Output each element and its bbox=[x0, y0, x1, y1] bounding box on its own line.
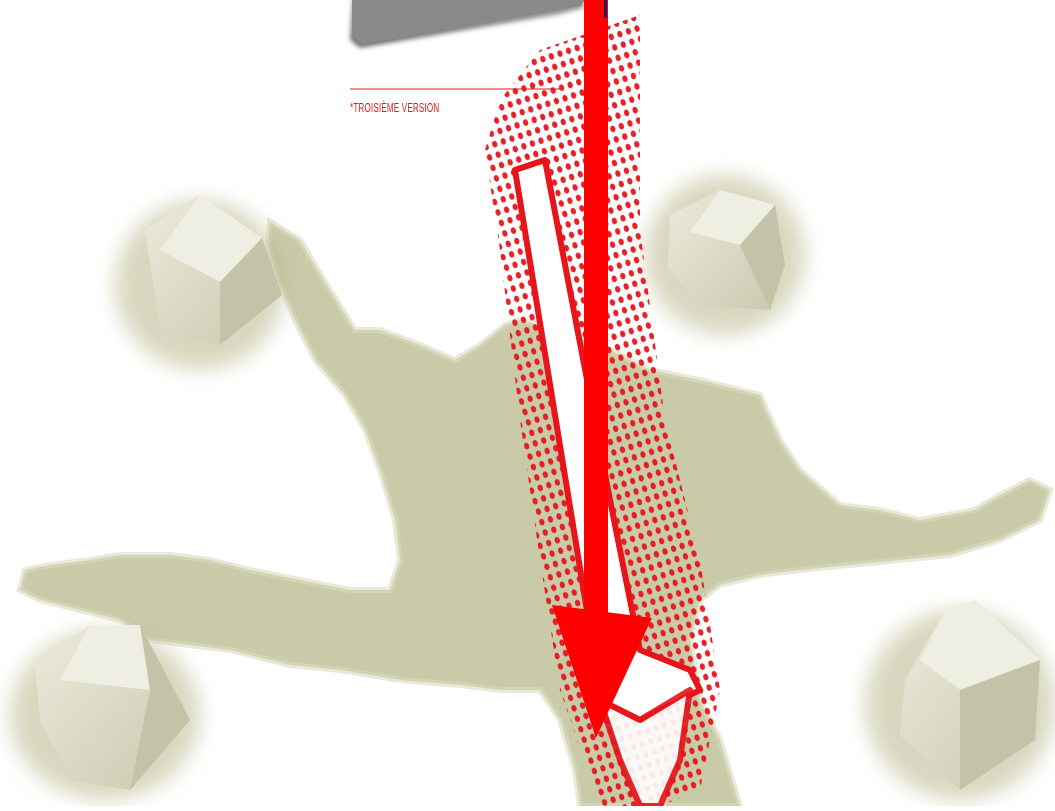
cube-top-right bbox=[645, 175, 805, 335]
cube-bottom-left bbox=[10, 625, 200, 800]
stone-plate bbox=[350, 0, 585, 48]
caption-text: *TROISIÈME VERSION bbox=[350, 100, 439, 115]
cube-bottom-right bbox=[865, 600, 1055, 800]
cube-top-left bbox=[115, 195, 285, 370]
